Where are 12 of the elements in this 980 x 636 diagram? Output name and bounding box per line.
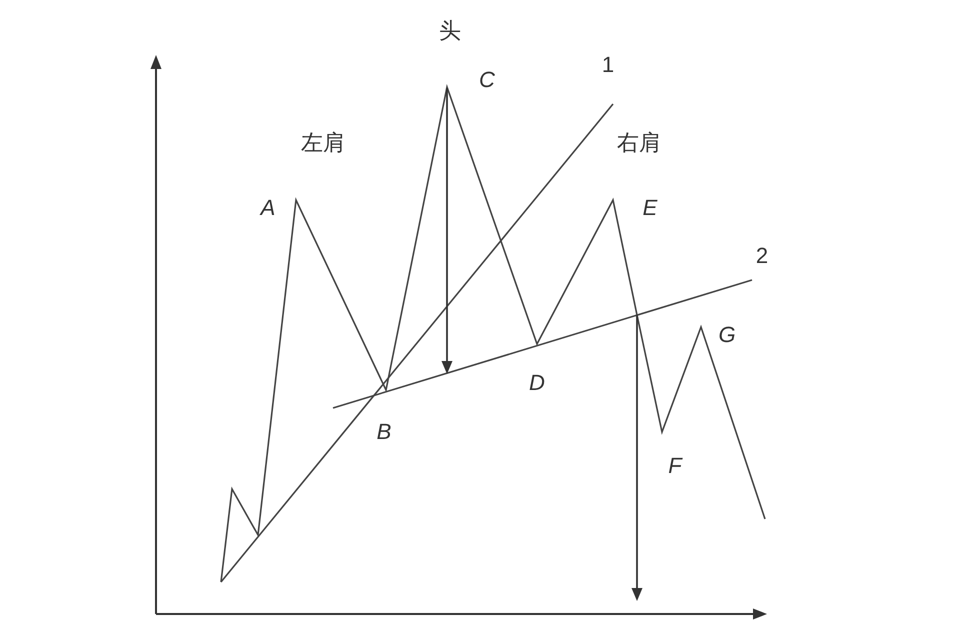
pattern-label: 头 bbox=[439, 20, 461, 42]
pattern-label: 左肩 bbox=[301, 132, 345, 154]
point-label: G bbox=[718, 324, 736, 346]
point-label: B bbox=[376, 421, 392, 443]
point-label: D bbox=[529, 372, 545, 394]
pattern-label: 右肩 bbox=[617, 132, 661, 154]
point-label: E bbox=[642, 197, 658, 219]
line-number: 1 bbox=[602, 54, 614, 76]
line-number: 2 bbox=[756, 245, 768, 267]
point-label: C bbox=[479, 69, 495, 91]
point-label: A bbox=[260, 197, 276, 219]
point-label: F bbox=[668, 455, 682, 477]
